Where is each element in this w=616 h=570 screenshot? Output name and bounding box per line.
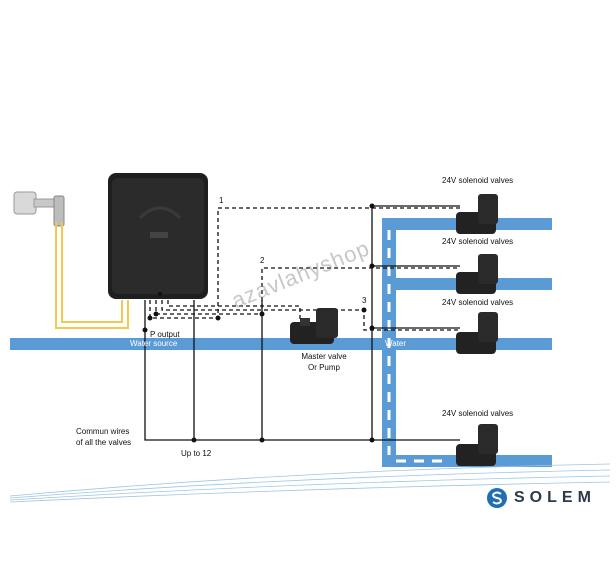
- zone-number-1: 1: [219, 196, 224, 205]
- master-valve-label-line1: Master valve: [301, 352, 347, 361]
- valve-label-1: 24V solenoid valves: [442, 176, 514, 185]
- valve-label-2: 24V solenoid valves: [442, 237, 514, 246]
- rain-sensor: [13, 191, 65, 227]
- solenoid-valve-2: [456, 254, 498, 294]
- p-output-label: P output: [150, 330, 180, 339]
- master-valve-label: Master valve Or Pump: [292, 353, 356, 372]
- solenoid-valve-4: [456, 424, 498, 466]
- master-valve: [290, 308, 338, 344]
- valve-label-3: 24V solenoid valves: [442, 298, 514, 307]
- wire-junctions: [142, 203, 375, 443]
- solenoid-valve-1: [456, 194, 498, 234]
- solenoid-valve-3: [456, 312, 498, 354]
- common-wires-label-line2: of all the valves: [76, 438, 132, 447]
- common-wires-label-line1: Commun wires: [76, 427, 130, 436]
- controller: [108, 173, 208, 299]
- zone-number-3: 3: [362, 296, 367, 305]
- up-to-label: Up to 12: [181, 449, 212, 458]
- valve-label-4: 24V solenoid valves: [442, 409, 514, 418]
- common-wire: [144, 204, 460, 441]
- brand-name: SOLEM: [514, 489, 596, 506]
- master-valve-label-line2: Or Pump: [307, 363, 340, 372]
- water-label: Water: [385, 339, 407, 348]
- water-source-label: Water source: [130, 339, 178, 348]
- solem-logo-icon: [487, 488, 507, 508]
- common-wires-label: Commun wires of all the valves: [76, 428, 131, 447]
- brand-logo: SOLEM: [486, 487, 596, 509]
- zone-number-2: 2: [260, 256, 265, 265]
- sensor-wires: [55, 222, 129, 329]
- decorative-swoosh: [9, 463, 611, 503]
